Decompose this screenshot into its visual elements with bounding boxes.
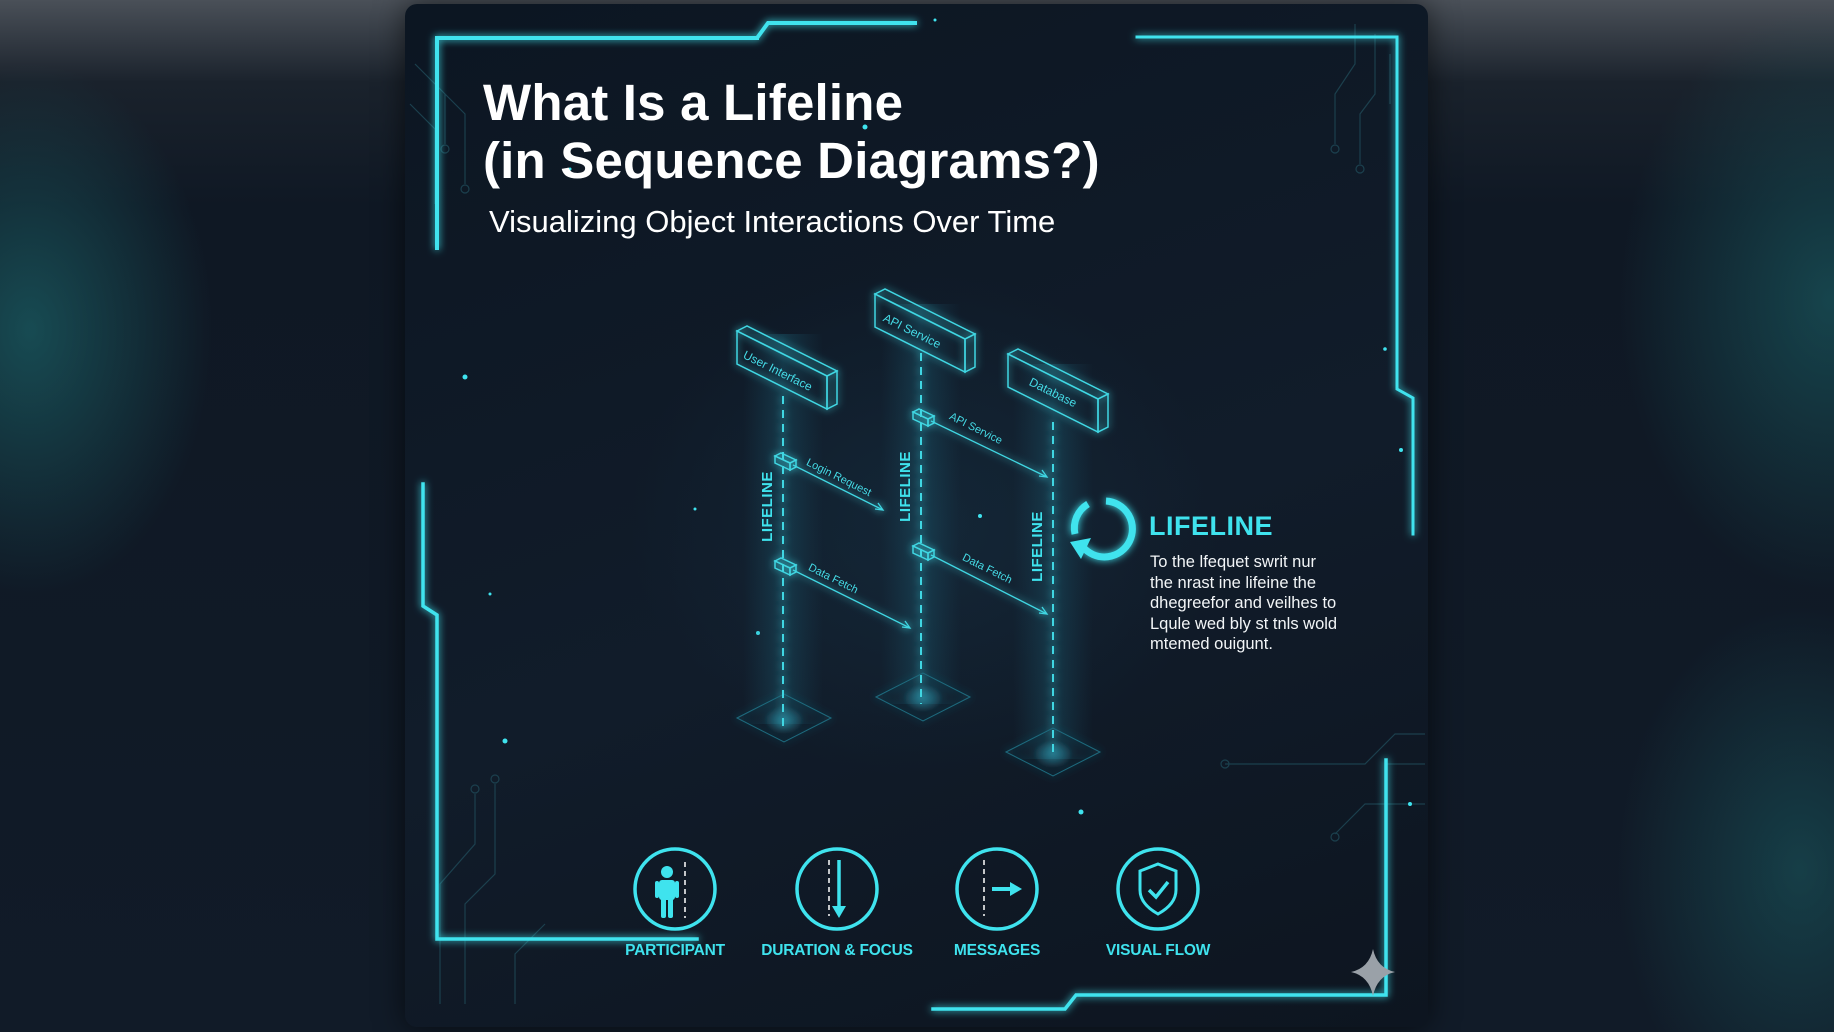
lifeline-label: LIFELINE bbox=[758, 471, 776, 542]
description-line: dhegreefor and veilhes to bbox=[1150, 594, 1337, 612]
participant-box-db bbox=[1006, 348, 1110, 434]
feature-label: DURATION & FOCUS bbox=[761, 942, 913, 959]
lifeline-label: LIFELINE bbox=[896, 451, 914, 522]
side-description: To the lfequet swrit nur the nrast ine l… bbox=[1150, 552, 1370, 655]
sequence-diagram bbox=[735, 288, 1395, 996]
infographic-card: User Interface API Service Database Logi… bbox=[405, 4, 1428, 1027]
description-line: mtemed ouigunt. bbox=[1150, 635, 1273, 653]
participant-box-api bbox=[873, 288, 977, 374]
person-icon bbox=[633, 847, 717, 931]
description-line: Lqule wed bly st tnls wold bbox=[1150, 614, 1338, 633]
side-heading: LIFELINE bbox=[1149, 511, 1273, 541]
down-arrow-icon bbox=[795, 847, 879, 931]
sparkle-icon bbox=[1351, 949, 1395, 996]
feature-label: PARTICIPANT bbox=[625, 942, 725, 959]
cycle-arrow-icon bbox=[1070, 497, 1136, 561]
cycle-arrowhead-icon bbox=[1070, 538, 1091, 559]
feature-duration: DURATION & FOCUS bbox=[742, 844, 932, 960]
title-line-1: What Is a Lifeline bbox=[483, 74, 904, 131]
feature-visual-flow: VISUAL FLOW bbox=[1063, 844, 1253, 960]
feature-participant: PARTICIPANT bbox=[580, 844, 770, 960]
description-line: the nrast ine lifeine the bbox=[1150, 573, 1317, 592]
description-line: To the lfequet swrit nur bbox=[1150, 553, 1316, 571]
shield-check-icon bbox=[1116, 847, 1200, 931]
feature-messages: MESSAGES bbox=[902, 844, 1092, 960]
lifeline-label: LIFELINE bbox=[1028, 511, 1046, 582]
subtitle: Visualizing Object Interactions Over Tim… bbox=[489, 204, 1056, 239]
title-line-2: (in Sequence Diagrams?) bbox=[483, 132, 1100, 189]
page-title: What Is a Lifeline (in Sequence Diagrams… bbox=[483, 74, 1100, 190]
feature-label: VISUAL FLOW bbox=[1105, 942, 1211, 959]
right-arrow-icon bbox=[955, 847, 1039, 931]
feature-label: MESSAGES bbox=[953, 942, 1041, 959]
participant-box-ui bbox=[735, 325, 839, 411]
